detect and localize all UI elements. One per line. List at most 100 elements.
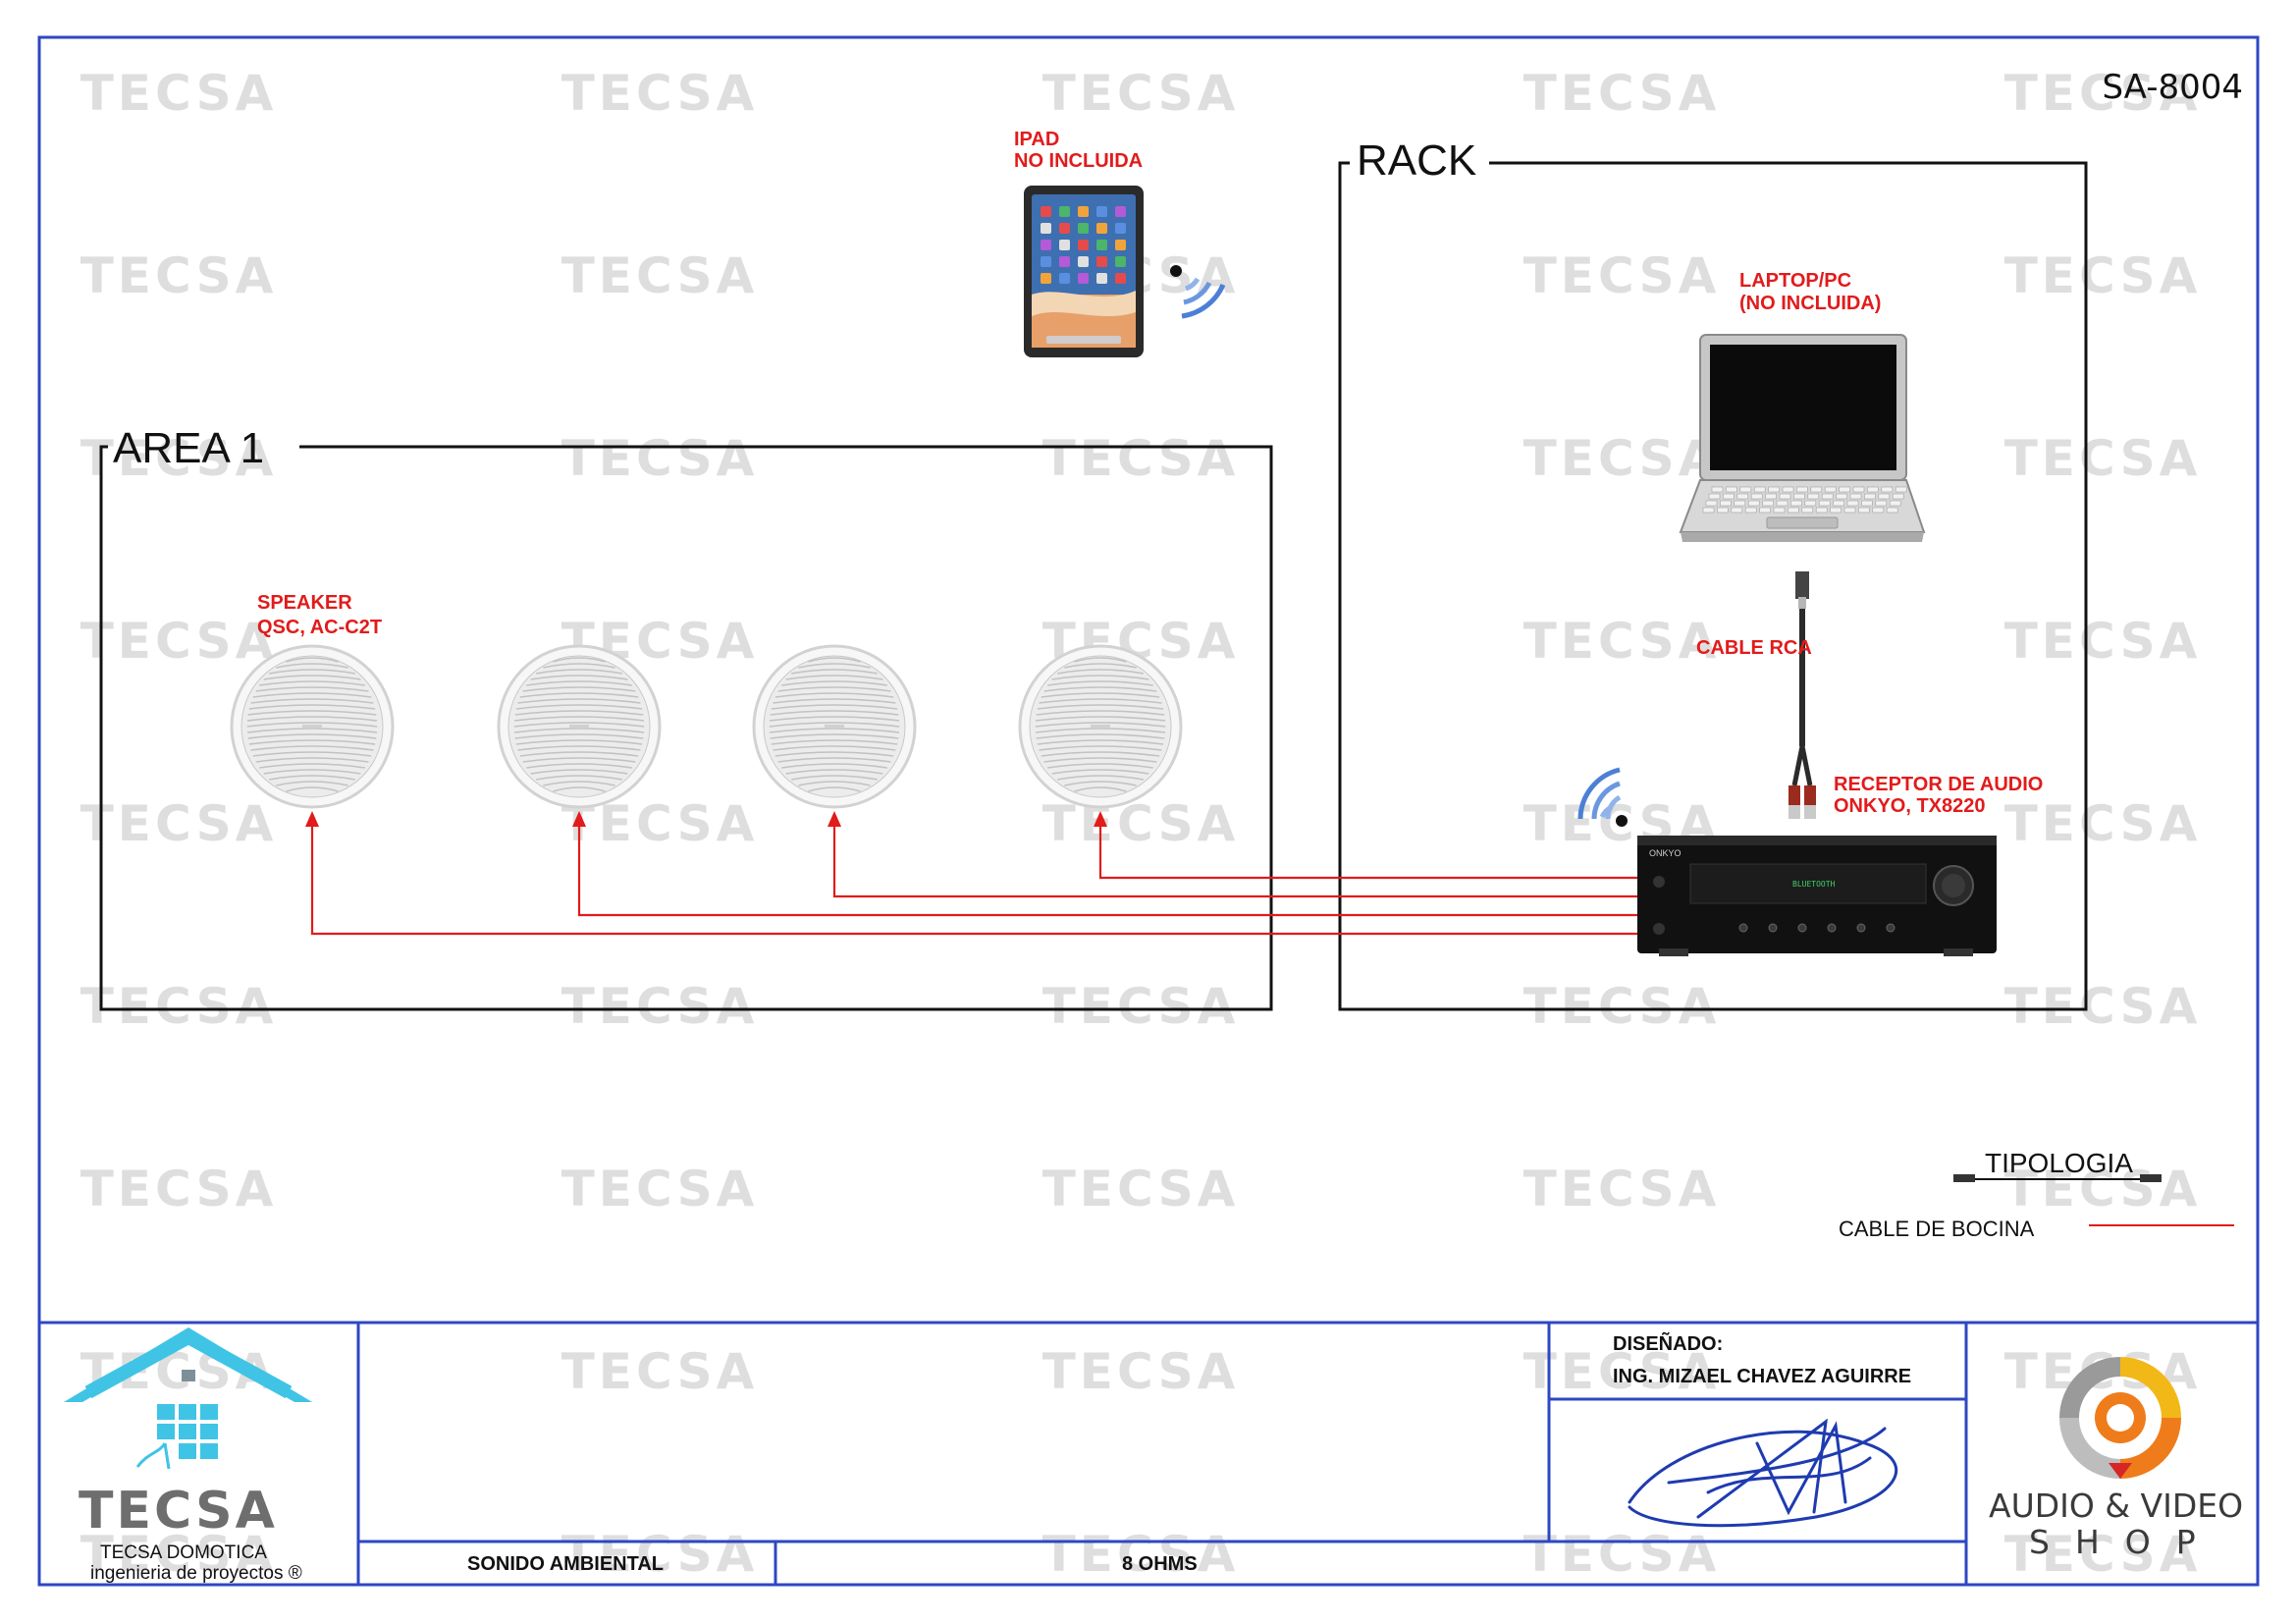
- cable-arrowhead: [572, 811, 586, 827]
- laptop-key: [1773, 507, 1786, 514]
- watermark-text: TECSA: [1523, 65, 1721, 122]
- laptop-key: [1717, 507, 1729, 514]
- speaker-cable: [577, 820, 1637, 917]
- legend: TIPOLOGIA CABLE DE BOCINA: [1839, 1148, 2234, 1241]
- ipad-app-icon: [1059, 223, 1070, 234]
- watermark-text: TECSA: [2004, 1526, 2202, 1583]
- logo-window: [179, 1404, 196, 1420]
- logo-window: [200, 1404, 218, 1420]
- laptop-key: [1736, 493, 1749, 500]
- watermark-text: TECSA: [561, 247, 759, 304]
- laptop-key: [1852, 486, 1865, 493]
- brand-line2: SHOP: [2029, 1523, 2221, 1561]
- laptop-label-line1: LAPTOP/PC: [1739, 270, 1851, 292]
- laptop-key: [1895, 486, 1907, 493]
- receiver-button: [1738, 923, 1748, 933]
- laptop-key: [1759, 507, 1771, 514]
- laptop-key: [1867, 486, 1879, 493]
- laptop-key: [1776, 500, 1789, 507]
- logo-window: [200, 1443, 218, 1459]
- laptop-key: [1881, 486, 1894, 493]
- logo-window: [200, 1424, 218, 1439]
- watermark-text: TECSA: [1523, 1161, 1721, 1217]
- cable-arrowhead: [828, 811, 841, 827]
- receiver-button: [1827, 923, 1837, 933]
- watermark-text: TECSA: [1042, 430, 1240, 487]
- receiver-brand: ONKYO: [1649, 848, 1682, 858]
- project-name: SONIDO AMBIENTAL: [467, 1553, 664, 1575]
- watermark-text: TECSA: [561, 65, 759, 122]
- speaker-cable-group: [305, 811, 1637, 936]
- laptop-key: [1765, 493, 1777, 500]
- laptop-label-line2: (NO INCLUIDA): [1739, 293, 1881, 314]
- ipad-app-grid: [1041, 206, 1126, 284]
- watermark-text: TECSA: [1523, 247, 1721, 304]
- company-subtitle: ingenieria de proyectos ®: [90, 1563, 302, 1584]
- laptop-key: [1878, 493, 1891, 500]
- watermark-text: TECSA: [1523, 1526, 1721, 1583]
- ipad-app-icon: [1096, 240, 1107, 250]
- logo-window: [179, 1443, 196, 1459]
- receiver-label-line1: RECEPTOR DE AUDIO: [1834, 774, 2043, 795]
- laptop-key: [1821, 493, 1834, 500]
- ipad-app-icon: [1078, 206, 1089, 217]
- laptop-key: [1830, 507, 1842, 514]
- laptop-key: [1839, 486, 1850, 493]
- laptop-key: [1734, 500, 1746, 507]
- watermark-text: TECSA: [561, 430, 759, 487]
- watermark-text: TECSA: [1042, 978, 1240, 1035]
- rack-title: RACK: [1357, 136, 1476, 185]
- ipad-app-icon: [1115, 223, 1126, 234]
- laptop-key: [1861, 500, 1873, 507]
- area-zone: AREA 1: [99, 424, 1273, 1011]
- receiver-buttons: [1738, 923, 1896, 933]
- wifi-icon: [1577, 767, 1628, 827]
- laptop-key: [1779, 493, 1791, 500]
- watermark-text: TECSA: [80, 795, 278, 852]
- laptop-key: [1846, 500, 1859, 507]
- ipad-label-line2: NO INCLUIDA: [1014, 150, 1143, 172]
- ipad-app-icon: [1041, 273, 1051, 284]
- rack-zone: RACK: [1338, 136, 2088, 1011]
- laptop-key: [1833, 500, 1844, 507]
- ipad-app-icon: [1041, 256, 1051, 267]
- watermark-text: TECSA: [2004, 613, 2202, 670]
- watermark-text: TECSA: [1523, 430, 1721, 487]
- logo-window: [179, 1424, 196, 1439]
- logo-window: [157, 1424, 175, 1439]
- ipad-app-icon: [1078, 256, 1089, 267]
- watermark-text: TECSA: [561, 978, 759, 1035]
- laptop-key: [1804, 500, 1817, 507]
- ipad-app-icon: [1041, 223, 1051, 234]
- company-name: TECSA DOMOTICA: [100, 1542, 267, 1563]
- watermark-text: TECSA: [80, 978, 278, 1035]
- watermark-text: TECSA: [80, 1526, 278, 1583]
- watermark-text: TECSA: [80, 65, 278, 122]
- speaker-cable: [310, 820, 1637, 936]
- laptop-key: [1892, 493, 1904, 500]
- watermark-text: TECSA: [1042, 65, 1240, 122]
- laptop-key: [1708, 493, 1721, 500]
- impedance-value: 8 OHMS: [1122, 1553, 1198, 1575]
- watermark-text: TECSA: [1523, 613, 1721, 670]
- receiver-button: [1768, 923, 1778, 933]
- ceiling-speaker: [1018, 644, 1183, 809]
- laptop-device: [1679, 334, 1926, 542]
- watermark-text: TECSA: [80, 1161, 278, 1217]
- ipad-app-icon: [1096, 256, 1107, 267]
- watermark-text: TECSA: [2004, 1161, 2202, 1217]
- laptop-key: [1744, 507, 1757, 514]
- laptop-keyboard: [1702, 486, 1907, 514]
- speaker-group: [230, 644, 1183, 809]
- ipad-app-icon: [1059, 256, 1070, 267]
- audio-video-shop-logo: [2059, 1357, 2181, 1479]
- receiver-device: [1637, 836, 1997, 956]
- laptop-key: [1889, 500, 1901, 507]
- ipad-app-icon: [1096, 223, 1107, 234]
- ceiling-speaker: [230, 644, 395, 809]
- ipad-device: [1024, 186, 1144, 357]
- cable-arrowhead: [1094, 811, 1107, 827]
- laptop-key: [1753, 486, 1766, 493]
- rca-cable: [1789, 571, 1816, 819]
